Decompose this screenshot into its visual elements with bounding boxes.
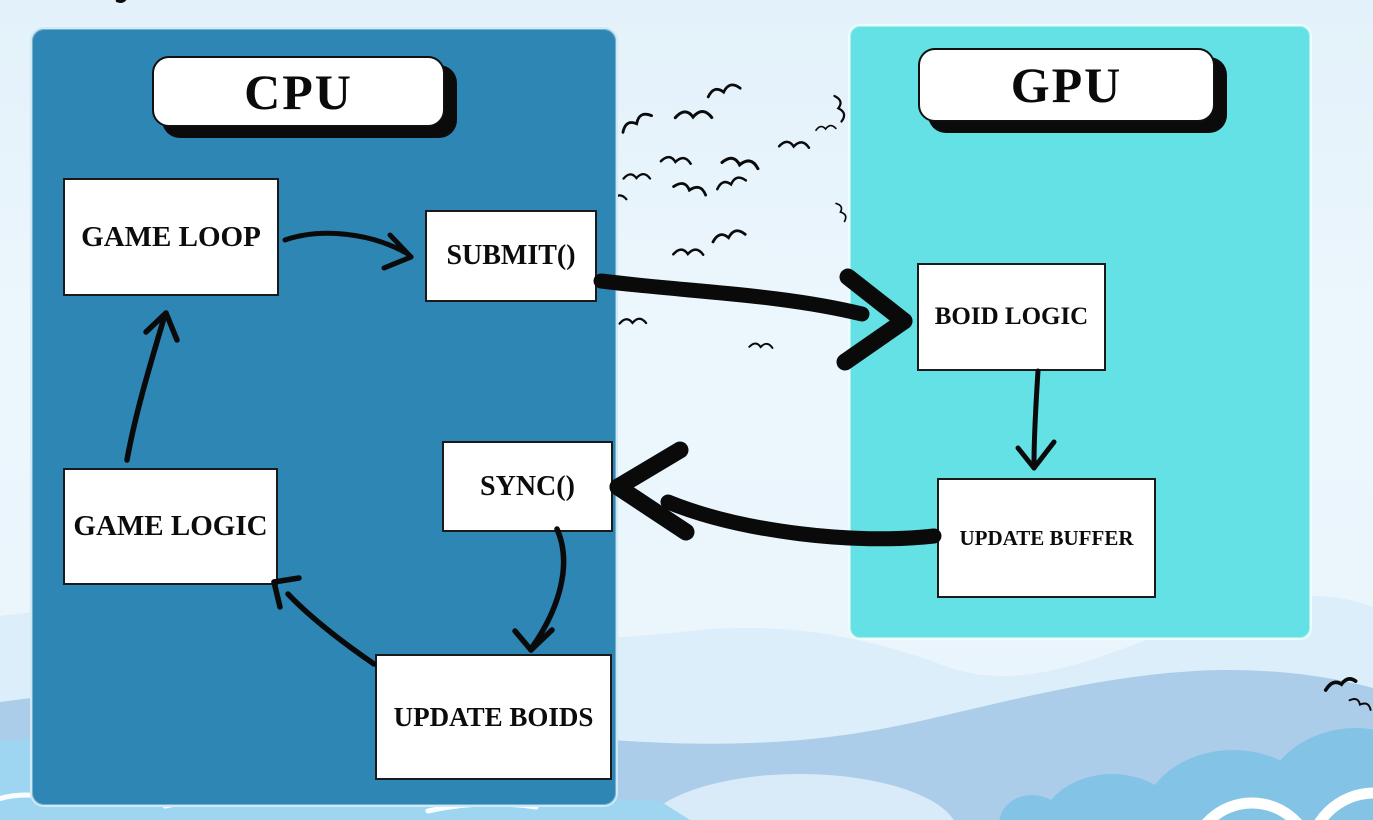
- node-update-boids: UPDATE BOIDS: [375, 654, 612, 780]
- node-sync: SYNC(): [442, 441, 613, 532]
- node-submit: SUBMIT(): [425, 210, 597, 302]
- foam-crescents: [1202, 787, 1373, 820]
- wave-dome: [646, 774, 954, 820]
- node-game-loop: GAME LOOP: [63, 178, 279, 296]
- node-boid-logic: BOID LOGIC: [917, 263, 1106, 371]
- node-update-buffer: UPDATE BUFFER: [937, 478, 1156, 598]
- cpu-title: CPU: [152, 56, 445, 127]
- gpu-title: GPU: [918, 48, 1215, 122]
- node-game-logic: GAME LOGIC: [63, 468, 278, 585]
